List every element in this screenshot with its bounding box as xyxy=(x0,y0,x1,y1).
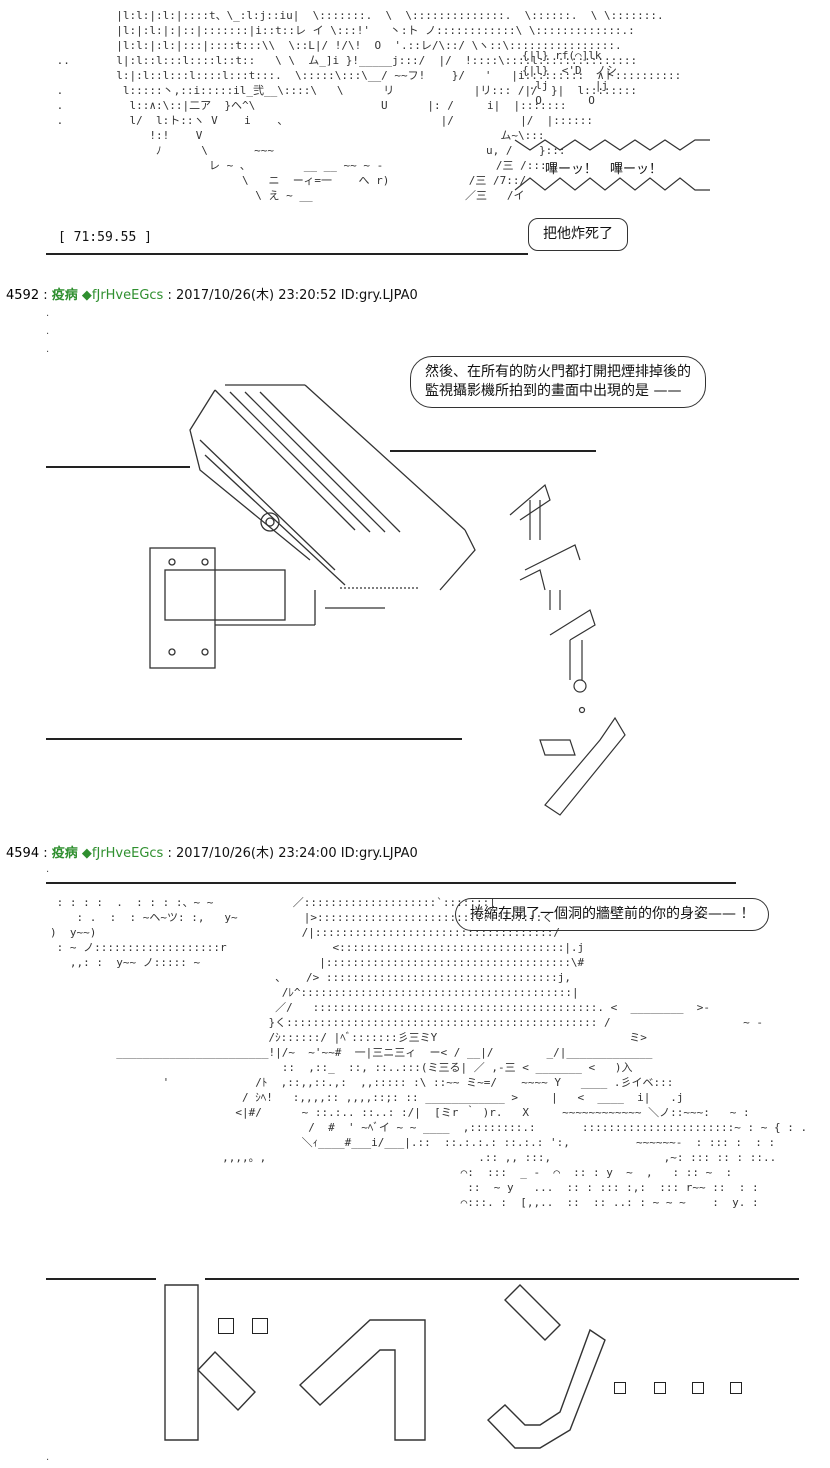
speech-bubble-3: 捲縮在開了一個洞的牆壁前的你的身姿—— ！ xyxy=(455,898,770,931)
dot: . xyxy=(46,1452,50,1463)
speech-bubble-2: 然後、在所有的防火門都打開把煙排掉後的 監視攝影機所拍到的畫面中出現的是 —— xyxy=(410,356,706,408)
bubble-3-text: 捲縮在開了一個洞的牆壁前的你的身姿—— ！ xyxy=(470,906,755,922)
ascii-art-top-scene: |l:l:|:l:|::::t、\_:l:j::iu| \:::::::. \ … xyxy=(56,9,682,202)
separator-line-2b xyxy=(390,450,596,452)
post-id: ID:gry.LJPA0 xyxy=(340,846,418,861)
bubble-2-line2: 監視攝影機所拍到的畫面中出現的是 —— xyxy=(425,383,682,399)
post-id: ID:gry.LJPA0 xyxy=(340,288,418,303)
sfx-square xyxy=(252,1318,268,1334)
ascii-art-wall-scene: : : : : . : : : :、~ ~ ／:::::::::::::::::… xyxy=(50,896,808,1209)
separator-line-2a xyxy=(46,466,190,468)
poster-trip: ◆fJrHveEGcs xyxy=(81,846,164,861)
post-header-4592: 4592 : 疫病 ◆fJrHveEGcs : 2017/10/26(木) 23… xyxy=(6,288,418,303)
separator-line-5b xyxy=(205,1278,799,1280)
sfx-square xyxy=(218,1318,234,1334)
speech-bubble-1: 把他炸死了 xyxy=(528,218,628,251)
post-header-4594: 4594 : 疫病 ◆fJrHveEGcs : 2017/10/26(木) 23… xyxy=(6,846,418,861)
poster-name: 疫病 xyxy=(51,846,78,861)
post-number: 4594 xyxy=(6,846,40,861)
timer-readout: [ 71:59.55 ] xyxy=(58,230,152,245)
post-datetime: 2017/10/26(木) 23:24:00 xyxy=(176,846,337,861)
dot: . xyxy=(46,326,50,337)
dot: . xyxy=(46,344,50,355)
separator-line-1 xyxy=(46,253,528,255)
poster-trip: ◆fJrHveEGcs xyxy=(81,288,164,303)
separator-line-3 xyxy=(46,738,462,740)
ascii-art-alarm-face: {|l} rf(⌒]lk {|l} <'D ノシ .lj |j O O xyxy=(522,49,617,107)
poster-name: 疫病 xyxy=(51,288,78,303)
bubble-1-text: 把他炸死了 xyxy=(543,226,613,242)
sfx-dot-square xyxy=(692,1382,704,1394)
separator-line-5a xyxy=(46,1278,156,1280)
post-datetime: 2017/10/26(木) 23:20:52 xyxy=(176,288,337,303)
bubble-2-line1: 然後、在所有的防火門都打開把煙排掉後的 xyxy=(425,364,691,380)
dot: . xyxy=(46,864,50,875)
alarm-shout-text: 嗶ーッ！ 嗶ーッ！ xyxy=(545,162,663,177)
separator-line-4 xyxy=(46,882,736,884)
sfx-dot-square xyxy=(730,1382,742,1394)
sfx-dot-square xyxy=(614,1382,626,1394)
sfx-dot-square xyxy=(654,1382,666,1394)
post-number: 4592 xyxy=(6,288,40,303)
dot: . xyxy=(46,308,50,319)
